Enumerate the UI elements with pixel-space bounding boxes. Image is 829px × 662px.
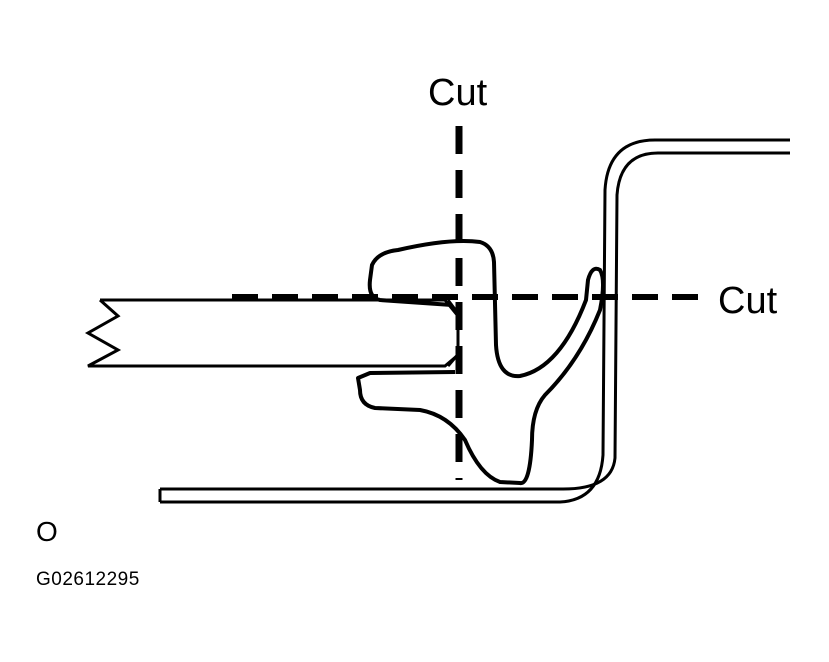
corner-mark: O — [36, 516, 58, 547]
cut-label-horizontal: Cut — [718, 280, 778, 322]
body-panel-inner — [160, 151, 790, 491]
cut-label-vertical: Cut — [428, 72, 488, 114]
glass-panel — [84, 298, 460, 368]
body-panel-outer — [160, 138, 790, 504]
figure-id: G02612295 — [36, 569, 140, 590]
weatherstrip-seal — [356, 239, 605, 485]
